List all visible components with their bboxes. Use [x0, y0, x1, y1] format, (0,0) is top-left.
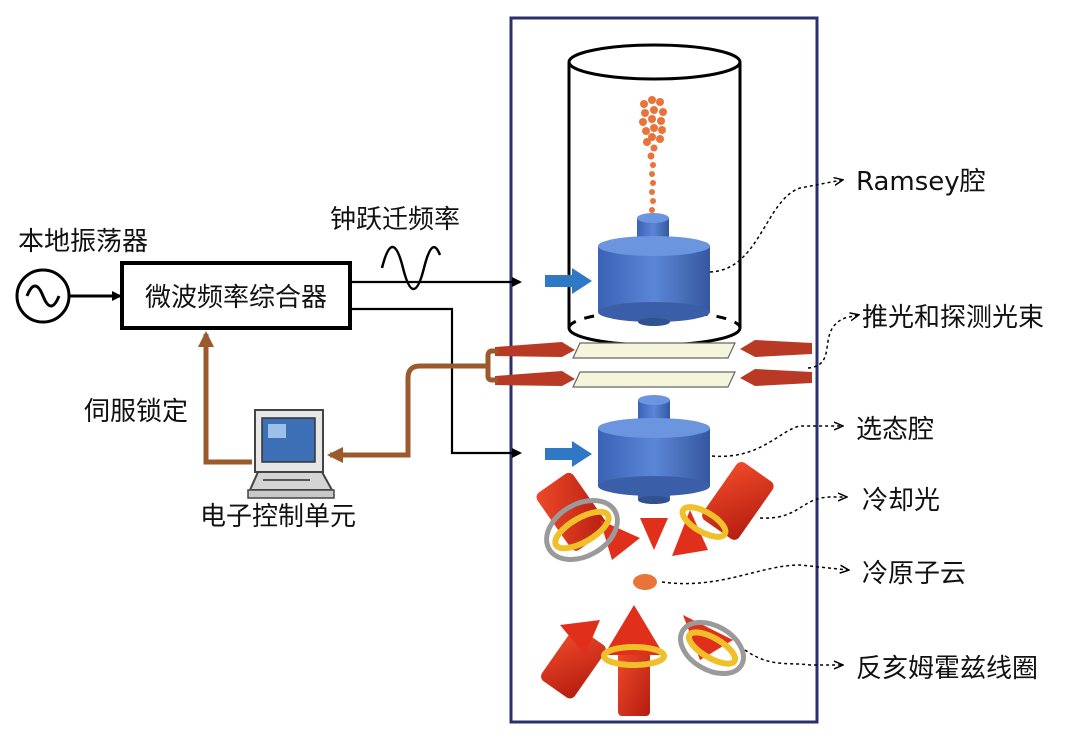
label-local-oscillator: 本地振荡器: [18, 227, 148, 257]
label-electronics: 电子控制单元: [200, 502, 356, 532]
label-state-selection: 选态腔: [856, 415, 934, 445]
label-cooling-light: 冷却光: [862, 486, 940, 516]
upper-cooling-lasers: [536, 461, 774, 562]
computer-icon: [247, 409, 335, 499]
cold-atom-cloud: [633, 574, 657, 590]
synthesizer-box: [120, 261, 352, 330]
lower-cooling-lasers: [541, 605, 746, 716]
label-synthesizer: 微波频率综合器: [145, 283, 327, 313]
label-clock-transition: 钟跃迁频率: [330, 205, 460, 235]
label-ramsey-cavity: Ramsey腔: [856, 167, 986, 197]
atom-trajectory: [639, 96, 667, 213]
label-servo-lock: 伺服锁定: [84, 397, 188, 427]
synth-to-state-line: [350, 307, 522, 458]
state-selection-cavity: [598, 395, 710, 504]
leader-lines: [661, 180, 858, 665]
label-coils: 反亥姆霍兹线圈: [856, 654, 1038, 684]
label-cold-atoms: 冷原子云: [862, 559, 966, 589]
ramsey-cavity: [598, 213, 710, 326]
servo-feedback-lines: [198, 331, 498, 465]
apparatus-frame: [509, 16, 819, 724]
microwave-inlet-arrows: [545, 268, 592, 467]
push-probe-beams: [495, 340, 812, 388]
clock-wave-icon: [380, 246, 442, 290]
label-push-probe: 推光和探测光束: [862, 303, 1044, 333]
local-oscillator-symbol: [15, 268, 71, 324]
